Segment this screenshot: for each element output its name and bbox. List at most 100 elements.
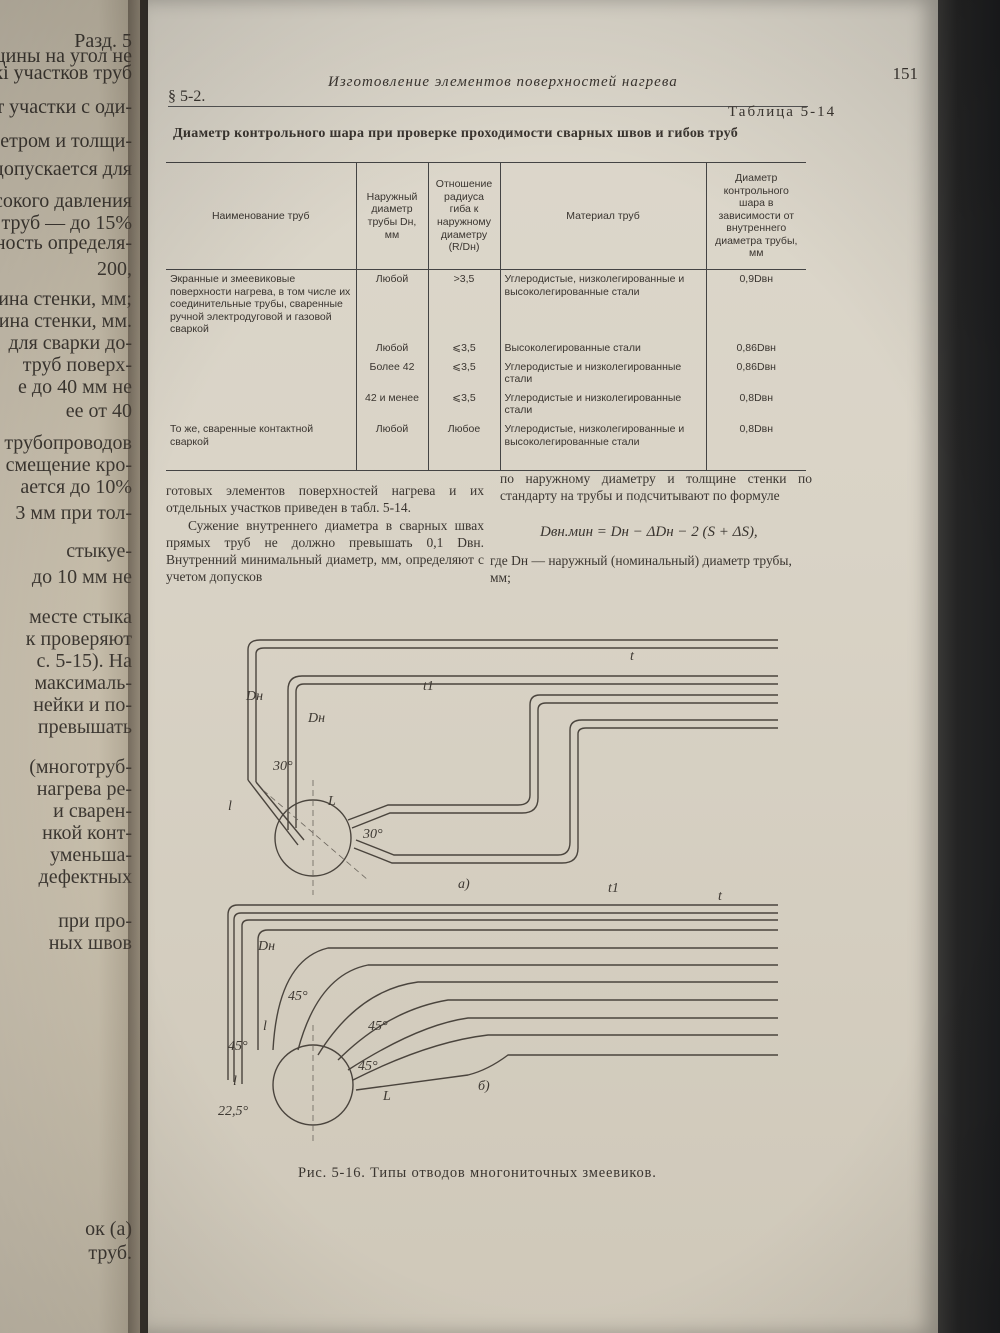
left-page-line: толщины на угол не [0, 45, 132, 67]
pipe-a2 [287, 675, 778, 830]
label-sub-a: а) [458, 877, 470, 892]
left-page: Разд. 5толщины на угол нерокі участков т… [0, 0, 140, 1333]
left-page-line: рокі участков труб [0, 62, 132, 84]
left-page-line: нагрева ре- [36, 778, 132, 800]
left-page-line: высокого давления [0, 190, 132, 212]
left-page-line: Разд. 5 [74, 30, 132, 52]
text-column-left: готовых элементов поверхностей нагрева и… [166, 482, 484, 586]
label-t: t [718, 889, 723, 904]
cell-bend-ratio: ⩽3,5 [427, 388, 500, 420]
header-pipe-name: Наименование труб [166, 162, 356, 270]
section-number: § 5-2. [168, 88, 206, 105]
formula: Dвн.мин = Dн − ΔDн − 2 (S + ΔS), [540, 524, 758, 540]
table-row: Любой ⩽3,5 Высоколегированные стали 0,86… [166, 338, 806, 358]
left-page-line: ных швов [48, 932, 132, 954]
label-angle-225: 22,5° [218, 1104, 249, 1119]
left-page-line: ина стенки, мм. [0, 310, 132, 332]
label-angle-45: 45° [358, 1059, 378, 1074]
label-l: l [228, 799, 232, 814]
left-page-line: ных труб — до 15% [0, 212, 132, 234]
left-page-line: труб поверх- [22, 354, 132, 376]
cell-ball-diameter: 0,8Dвн [705, 419, 806, 472]
table-title: Диаметр контрольного шара при проверке п… [173, 126, 739, 141]
cell-pipe-name [166, 389, 356, 420]
label-angle-30: 30° [362, 827, 383, 842]
table-row: То же, сваренные контактной сваркой Любо… [166, 419, 806, 472]
left-page-line: ок (а) [85, 1218, 132, 1240]
left-page-line: ина стенки, мм; [0, 288, 132, 310]
cell-pipe-name [166, 339, 356, 358]
left-page-line: ается до 10% [20, 476, 132, 498]
cell-outer-diameter: 42 и менее [355, 388, 428, 420]
label-t: t [630, 649, 635, 664]
left-page-line: труб. [88, 1242, 132, 1264]
left-page-line: ее от 40 [65, 400, 132, 422]
header-material: Материал труб [499, 162, 706, 270]
left-page-line: от участки с оди- [0, 96, 132, 118]
label-L: L [327, 794, 336, 809]
cell-material: Углеродистые и низколегированные стали [499, 357, 706, 389]
label-angle-45: 45° [368, 1019, 388, 1034]
left-page-line: с. 5-15). На [36, 650, 132, 672]
header-bend-ratio: Отношение радиуса гиба к наружному диаме… [427, 162, 500, 270]
label-dn: Dн [307, 711, 325, 726]
label-angle-30: 30° [272, 759, 293, 774]
cell-bend-ratio: >3,5 [427, 269, 500, 339]
formula-legend: где Dн — наружный (номинальный) диаметр … [490, 553, 792, 586]
cell-material: Углеродистые и низколегированные стали [499, 388, 706, 420]
table-label: Таблица 5-14 [728, 104, 837, 120]
table-row: Экранные и змеевиковые поверхности нагре… [166, 269, 806, 339]
label-t1: t1 [423, 679, 434, 694]
cell-outer-diameter: Любой [355, 338, 428, 358]
running-header: § 5-2. Изготовление элементов поверхност… [168, 60, 919, 105]
page-number: 151 [892, 64, 919, 83]
left-page-line: трубопроводов [4, 432, 132, 454]
left-page-line: месте стыка [29, 606, 132, 628]
left-page-line: стыкуе- [66, 540, 132, 562]
left-page-line: смещение кро- [5, 454, 132, 476]
pipe-a3 [347, 694, 778, 829]
cell-pipe-name: То же, сваренные контактной сваркой [166, 419, 356, 472]
left-page-line: дефектных [38, 866, 132, 888]
cell-material: Углеродистые, низколегированные и высоко… [499, 269, 706, 339]
table-row: Более 42 ⩽3,5 Углеродистые и низколегиро… [166, 357, 806, 389]
label-L: L [382, 1089, 391, 1104]
cell-outer-diameter: Более 42 [355, 357, 428, 389]
left-page-line: нейки и по- [33, 694, 132, 716]
cell-ball-diameter: 0,86Dвн [705, 338, 806, 358]
cell-ball-diameter: 0,8Dвн [705, 388, 806, 420]
left-page-line: максималь- [34, 672, 132, 694]
table-row: 42 и менее ⩽3,5 Углеродистые и низколеги… [166, 388, 806, 420]
left-page-line: 200, [97, 258, 132, 280]
label-angle-45: 45° [288, 989, 308, 1004]
paragraph: готовых элементов поверхностей нагрева и… [166, 483, 484, 516]
cell-bend-ratio: Любое [427, 419, 500, 472]
left-page-line: диаметром и толщи- [0, 130, 132, 152]
label-dn: Dн [257, 939, 275, 954]
cell-bend-ratio: ⩽3,5 [427, 338, 500, 358]
pipe-bundle-b [227, 904, 778, 1091]
left-page-line: к проверяют [25, 628, 132, 650]
left-page-line: до 10 мм не [31, 566, 132, 588]
left-page-line: допускается для [0, 158, 132, 180]
axis-line [262, 789, 369, 881]
right-page: § 5-2. Изготовление элементов поверхност… [148, 0, 938, 1333]
left-page-line: и сварен- [53, 800, 132, 822]
pipe-a4 [353, 719, 778, 864]
label-sub-b: б) [478, 1079, 490, 1094]
book-cover-edge [935, 0, 1000, 1333]
coil-outlet-figure: Dн Dн t1 t l L 30° 30° а) t1 t Dн 45° 45… [218, 639, 778, 1145]
label-angle-45: 45° [228, 1039, 248, 1054]
text-column-right: по наружному диаметру и толщине стенки п… [500, 470, 812, 505]
paragraph: Сужение внутреннего диаметра в сварных ш… [166, 517, 484, 585]
cell-pipe-name [166, 358, 356, 389]
left-page-line: (многотруб- [29, 756, 132, 778]
left-page-line: е до 40 мм не [18, 376, 132, 398]
header-rule [168, 106, 808, 107]
left-page-line: для сварки до- [8, 332, 132, 354]
ball-diameter-table: Наименование труб Наружный диаметр трубы… [166, 162, 806, 472]
left-page-line: нность определя- [0, 232, 132, 254]
left-page-line: 3 мм при тол- [15, 502, 132, 524]
paragraph: по наружному диаметру и толщине стенки п… [500, 471, 812, 504]
label-dn: Dн [245, 689, 263, 704]
